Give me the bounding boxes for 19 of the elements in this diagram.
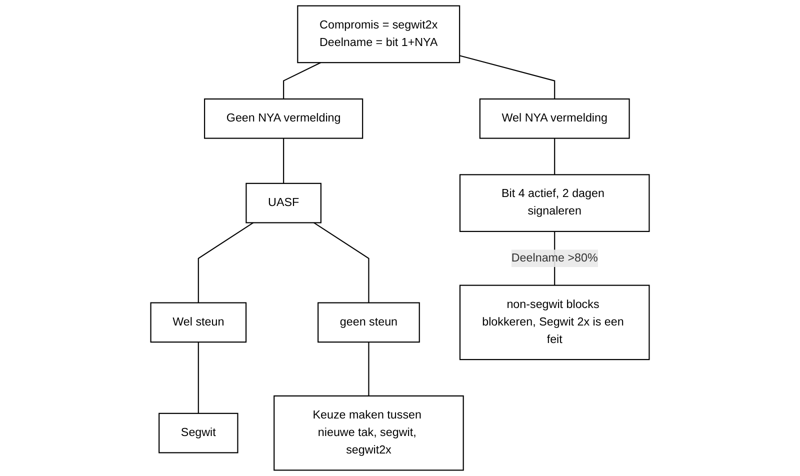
node-box: Keuze maken tussen nieuwe tak, segwit, segwit2x bbox=[274, 395, 464, 471]
node-box: Geen NYA vermelding bbox=[204, 98, 364, 139]
connector bbox=[554, 138, 556, 175]
node-box: Segwit bbox=[158, 412, 238, 454]
edge-label: Deelname >80% bbox=[511, 252, 598, 264]
node-box: Bit 4 actief, 2 dagen signaleren bbox=[459, 174, 650, 232]
node-box: geen steun bbox=[318, 302, 420, 343]
connector bbox=[314, 222, 370, 303]
connector bbox=[283, 62, 321, 99]
node-box: Compromis = segwit2x Deelname = bit 1+NYA bbox=[297, 5, 460, 64]
connector bbox=[198, 222, 254, 303]
connector bbox=[459, 55, 556, 99]
node-box: non-segwit blocks blokkeren, Segwit 2x is een feit bbox=[459, 284, 650, 360]
node-box: UASF bbox=[246, 182, 322, 224]
node-box: Wel NYA vermelding bbox=[479, 98, 630, 139]
connector bbox=[198, 342, 199, 414]
connector bbox=[283, 138, 284, 184]
node-box: Wel steun bbox=[150, 302, 247, 343]
connector bbox=[368, 342, 370, 396]
